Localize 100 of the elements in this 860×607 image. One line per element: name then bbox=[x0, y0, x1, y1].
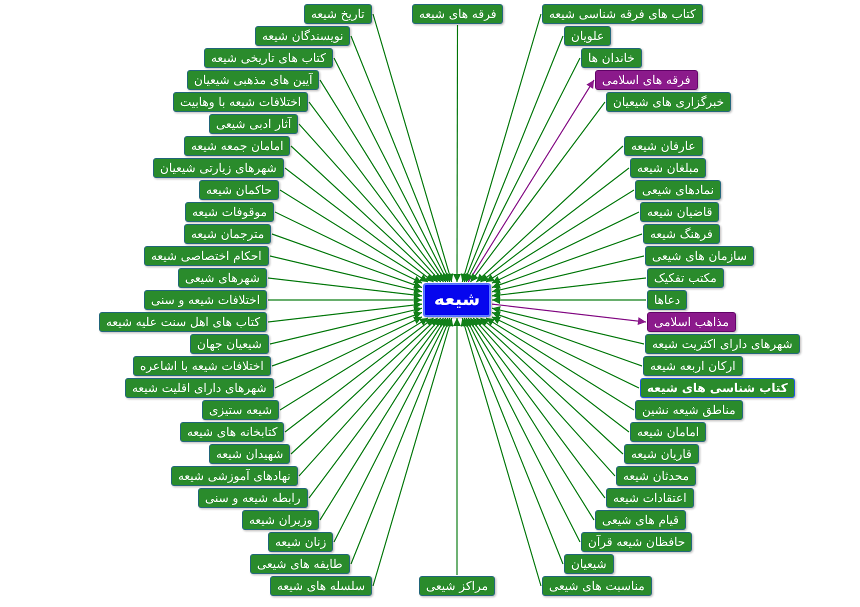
category-box: نهادهای آموزشی شیعه bbox=[171, 466, 298, 486]
category-box: شهیدان شیعه bbox=[209, 444, 290, 464]
arrow bbox=[290, 318, 438, 454]
category-box: اختلافات شیعه با وهابیت bbox=[173, 92, 308, 112]
arrow bbox=[486, 190, 634, 282]
category-box: کتابخانه های شیعه bbox=[180, 422, 284, 442]
category-box: عارفان شیعه bbox=[624, 136, 703, 156]
category-box: سلسله های شیعه bbox=[270, 576, 372, 596]
category-box: نویسندگان شیعه bbox=[255, 26, 350, 46]
topic-box: شیعه bbox=[423, 283, 492, 317]
arrow bbox=[333, 58, 448, 282]
category-box: تاریخ شیعه bbox=[304, 4, 372, 24]
arrow bbox=[468, 80, 594, 282]
arrow bbox=[284, 168, 434, 282]
arrow bbox=[270, 306, 422, 345]
arrow bbox=[320, 318, 446, 520]
category-box: امامان جمعه شیعه bbox=[184, 136, 290, 156]
arrow bbox=[492, 277, 646, 299]
category-box: ارکان اربعه شیعه bbox=[643, 356, 743, 376]
arrow bbox=[453, 318, 461, 575]
category-box: شیعیان جهان bbox=[190, 334, 269, 354]
arrow bbox=[268, 277, 422, 299]
arrow bbox=[308, 102, 444, 282]
category-box: آثار ادبی شیعی bbox=[209, 114, 298, 134]
arrow bbox=[333, 318, 448, 542]
arrow bbox=[298, 124, 442, 282]
arrow bbox=[270, 255, 422, 294]
arrow bbox=[492, 296, 646, 304]
arrow bbox=[492, 304, 646, 326]
category-box: حافظان شیعه قرآن bbox=[581, 532, 692, 552]
category-box: شهرهای شیعی bbox=[178, 268, 267, 288]
category-box: مذاهب اسلامی bbox=[647, 312, 736, 332]
arrow bbox=[274, 211, 422, 284]
category-box: موقوفات شیعه bbox=[185, 202, 274, 222]
category-box: کتاب های فرقه شناسی شیعه bbox=[542, 4, 703, 24]
arrow bbox=[480, 318, 630, 432]
arrow bbox=[308, 318, 444, 498]
category-box: علویان bbox=[564, 26, 612, 46]
arrow bbox=[284, 318, 434, 432]
category-box: وزیران شیعه bbox=[242, 510, 320, 530]
arrow bbox=[298, 318, 442, 476]
category-box: احکام اختصاصی شیعه bbox=[144, 246, 269, 266]
arrow bbox=[350, 36, 451, 282]
category-box: مراکز شیعی bbox=[419, 576, 495, 596]
arrow bbox=[463, 318, 564, 564]
category-box: مترجمان شیعه bbox=[184, 224, 272, 244]
category-box: شهرهای دارای اکثریت شیعه bbox=[645, 334, 800, 354]
category-box: محدثان شیعه bbox=[616, 466, 696, 486]
arrow bbox=[492, 233, 642, 289]
arrow bbox=[470, 318, 606, 498]
arrow bbox=[480, 168, 630, 282]
arrow bbox=[492, 255, 644, 294]
category-box: فرقه های اسلامی bbox=[595, 70, 698, 90]
arrow bbox=[476, 146, 624, 282]
category-box: حاکمان شیعه bbox=[199, 180, 279, 200]
arrow bbox=[280, 318, 428, 410]
arrow bbox=[486, 318, 634, 410]
category-box: خاندان ها bbox=[581, 48, 642, 68]
category-box: قیام های شیعی bbox=[595, 510, 686, 530]
category-box: اعتقادات شیعه bbox=[606, 488, 694, 508]
category-box: طایفه های شیعی bbox=[250, 554, 350, 574]
category-box: شهرهای زیارتی شیعیان bbox=[153, 158, 284, 178]
category-box: مبلغان شیعه bbox=[630, 158, 706, 178]
arrow bbox=[466, 58, 581, 282]
category-box: فرقه های شیعه bbox=[412, 4, 504, 24]
arrow bbox=[280, 190, 428, 282]
category-box: مناطق شیعه نشین bbox=[635, 400, 743, 420]
category-box: رابطه شیعه و سنی bbox=[198, 488, 308, 508]
arrow bbox=[460, 318, 542, 586]
arrow bbox=[492, 311, 642, 367]
arrow bbox=[372, 318, 454, 586]
category-box: امامان شیعه bbox=[630, 422, 706, 442]
category-box: کتاب های تاریخی شیعه bbox=[204, 48, 333, 68]
arrow bbox=[460, 14, 542, 282]
arrow bbox=[268, 296, 422, 304]
category-box: آیین های مذهبی شیعیان bbox=[187, 70, 320, 90]
category-box: شهرهای دارای اقلیت شیعه bbox=[125, 378, 274, 398]
category-box: شیعه ستیزی bbox=[202, 400, 280, 420]
arrow bbox=[274, 316, 422, 389]
arrow bbox=[470, 102, 606, 282]
category-box: کتاب شناسی های شیعه bbox=[640, 378, 795, 398]
arrow bbox=[372, 14, 454, 282]
category-box: فرهنگ شیعه bbox=[643, 224, 720, 244]
arrow bbox=[466, 318, 581, 542]
category-box: سازمان های شیعی bbox=[645, 246, 754, 266]
arrow bbox=[492, 211, 640, 284]
arrow bbox=[463, 36, 564, 282]
arrow bbox=[320, 80, 446, 282]
category-box: زنان شیعه bbox=[268, 532, 334, 552]
category-box: نمادهای شیعی bbox=[635, 180, 721, 200]
arrow bbox=[272, 233, 422, 289]
arrow bbox=[350, 318, 451, 564]
category-box: دعاها bbox=[647, 290, 688, 310]
arrow bbox=[453, 25, 462, 282]
category-box: مکتب تفکیک bbox=[647, 268, 724, 288]
category-box: قاضیان شیعه bbox=[640, 202, 720, 222]
category-box: مناسبت های شیعی bbox=[542, 576, 652, 596]
arrow bbox=[272, 311, 422, 367]
category-box: شیعیان bbox=[564, 554, 614, 574]
category-box: خبرگزاری های شیعیان bbox=[606, 92, 732, 112]
